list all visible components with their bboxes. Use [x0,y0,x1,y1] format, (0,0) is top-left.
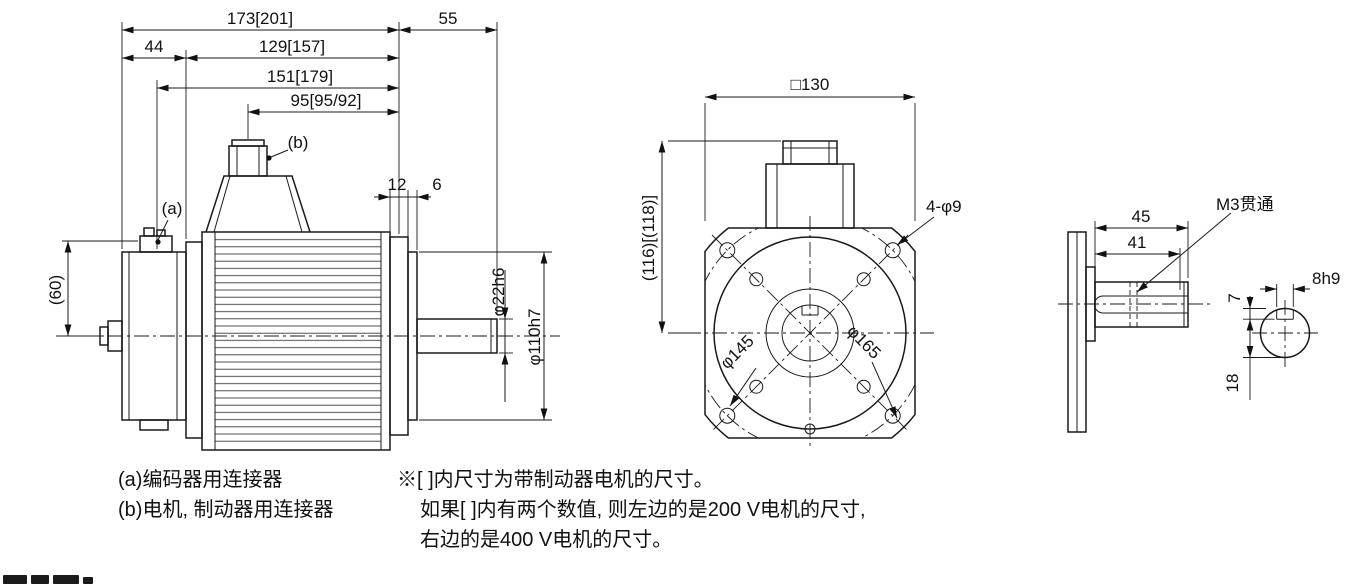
front-view: □130 (116)[(118)] 4-φ9 φ145 φ165 [639,75,962,450]
drain-hole [804,423,816,435]
side-view: 173[201] 55 44 129[157] 151[179] 95[95/9… [46,9,560,451]
front-keyway [801,306,819,316]
dim-spigot-diameter: φ110h7 [525,308,544,365]
dim-corner-circle: φ165 [843,321,884,362]
dim-cover-length: 151[179] [267,67,333,86]
shaft-end-view [1252,300,1318,368]
dim-key-flat: 18 [1223,374,1242,393]
power-connector [205,139,311,233]
front-connector [765,140,855,229]
shaft-side-view [1067,231,1189,433]
side-leaders [155,149,289,245]
dim-spigot-length: 6 [432,175,441,194]
hub-circle [765,288,855,378]
dim-body-length: 129[157] [259,37,325,56]
dim-mount-holes: 4-φ9 [926,197,962,216]
body-circle [713,236,907,430]
dim-connector-center: 95[95/92] [291,91,362,110]
dim-total-length: 173[201] [227,9,293,28]
mounting-holes [719,242,901,424]
cooling-fins [215,236,381,446]
front-diagonal-2 [711,234,909,432]
junction-ring [185,241,203,439]
note-brackets-1: ※[ ]内尺寸为带制动器电机的尺寸。 [397,468,714,491]
label-connector-a: (a) [162,199,183,218]
encoder-connector [139,235,173,253]
note-connector-a: (a)编码器用连接器 [118,468,282,491]
note-brackets-3: 右边的是400 V电机的尺寸。 [420,528,672,551]
shaft-detail-view: 45 41 M3贯通 7 8h9 18 [1058,195,1340,433]
note-brackets-2: 如果[ ]内有两个数值, 则左边的是200 V电机的尺寸, [420,498,866,521]
label-connector-b: (b) [288,133,309,152]
dim-key-width: 8h9 [1312,269,1340,288]
motor-rear-cover [99,227,187,431]
assembly-screws [749,272,871,435]
dim-rear-section: 44 [145,37,164,56]
front-dimension-lines [658,93,935,419]
note-connector-b: (b)电机, 制动器用连接器 [118,498,334,521]
dim-connector-height: (60) [46,275,65,305]
leader-dot-a [155,239,161,245]
shaft-circle [781,304,839,362]
dim-front-height: (116)[(118)] [639,195,658,281]
leader-dot-b [266,155,272,161]
dim-shaft-diameter: φ22h6 [489,268,508,317]
label-m3-tap: M3贯通 [1216,195,1274,214]
motor-body [185,231,391,451]
dim-keyway-length: 41 [1128,233,1147,252]
dim-flange-thickness: 12 [388,175,407,194]
output-shaft [416,318,498,354]
dim-bolt-circle: φ145 [716,331,757,372]
dim-shaft-length: 45 [1132,207,1151,226]
side-dimension-lines [64,26,548,420]
notes-block: (a)编码器用连接器 (b)电机, 制动器用连接器 ※[ ]内尺寸为带制动器电机… [118,468,866,551]
dim-shaft-extension: 55 [439,9,458,28]
dim-flange-square: □130 [791,75,830,94]
front-extension-lines [668,103,916,334]
shaft-dimension-lines [1095,212,1310,400]
cropped-watermark [3,575,93,584]
flange-and-shaft [389,236,498,436]
dim-key-height: 7 [1225,293,1244,302]
